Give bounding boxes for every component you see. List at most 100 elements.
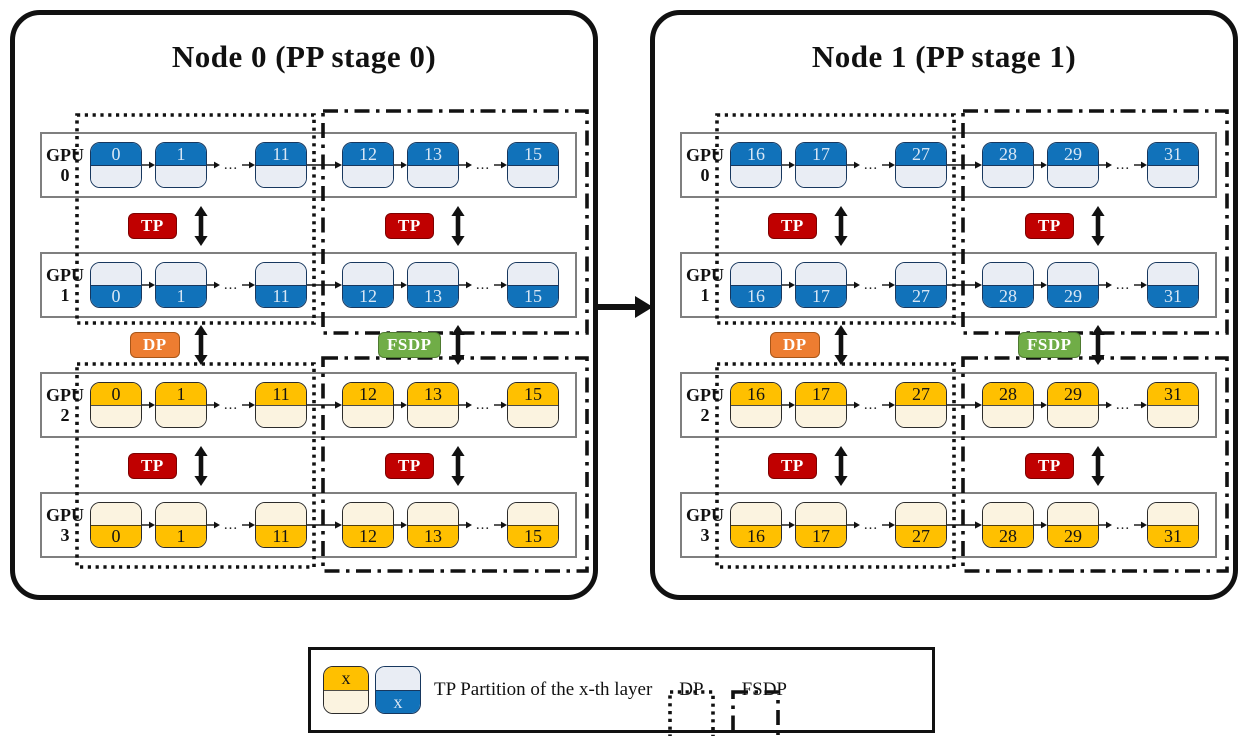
tp-partition-half: 0 bbox=[91, 524, 141, 547]
tp-partition-half bbox=[91, 404, 141, 427]
layer-block: 1 bbox=[155, 142, 207, 188]
tp-partition-half bbox=[1148, 404, 1198, 427]
flow-arrow-icon bbox=[882, 521, 895, 529]
layer-number: 28 bbox=[999, 383, 1017, 404]
layer-block: 0 bbox=[90, 142, 142, 188]
sync-double-arrow-icon bbox=[194, 325, 208, 365]
tp-partition-half bbox=[256, 164, 306, 187]
gpu-label-line1: GPU bbox=[686, 144, 724, 165]
ellipsis: ... bbox=[223, 276, 239, 293]
sync-arrow-slot bbox=[191, 446, 211, 486]
layer-block: 15 bbox=[507, 382, 559, 428]
layer-number: 17 bbox=[812, 286, 830, 307]
layer-number: 12 bbox=[359, 143, 377, 164]
layer-block: 12 bbox=[342, 382, 394, 428]
flow-arrow-icon bbox=[847, 521, 860, 529]
flow-arrow-icon bbox=[394, 521, 407, 529]
tp-partition-half bbox=[1048, 404, 1098, 427]
layer-number: 1 bbox=[176, 286, 186, 307]
tp-partition-half bbox=[983, 503, 1033, 525]
gpu-label-line1: GPU bbox=[686, 504, 724, 525]
tp-partition-half: 13 bbox=[408, 524, 458, 547]
tp-partition-half bbox=[256, 503, 306, 525]
layer-block: 28 bbox=[982, 142, 1034, 188]
tp-partition-half: 29 bbox=[1048, 143, 1098, 165]
layer-block: 1 bbox=[155, 382, 207, 428]
sync-arrow-slot bbox=[1088, 325, 1108, 365]
ellipsis: ... bbox=[475, 276, 491, 293]
layer-block: 17 bbox=[795, 382, 847, 428]
layer-block: 15 bbox=[507, 262, 559, 308]
layer-number: 0 bbox=[111, 143, 121, 164]
layer-number: 27 bbox=[912, 286, 930, 307]
sync-arrow-slot bbox=[831, 446, 851, 486]
legend-blue-tp-block: x bbox=[375, 666, 421, 714]
tp-badge: TP bbox=[1025, 213, 1074, 239]
flow-arrow-icon bbox=[307, 401, 342, 409]
tp-partition-half bbox=[896, 503, 946, 525]
flow-arrow-icon bbox=[207, 521, 220, 529]
tp-partition-half bbox=[343, 263, 393, 285]
layer-block: 0 bbox=[90, 502, 142, 548]
layer-number: 11 bbox=[272, 526, 290, 547]
ellipsis: ... bbox=[863, 396, 879, 413]
layer-block: 31 bbox=[1147, 502, 1199, 548]
tp-partition-half bbox=[1048, 263, 1098, 285]
sync-arrow-slot bbox=[448, 446, 468, 486]
fsdp-badge: FSDP bbox=[378, 332, 441, 358]
sync-arrow-slot bbox=[448, 325, 468, 365]
layer-number: 28 bbox=[999, 286, 1017, 307]
tp-partition-half: 0 bbox=[91, 383, 141, 405]
ellipsis: ... bbox=[475, 516, 491, 533]
flow-arrow-icon bbox=[494, 281, 507, 289]
flow-arrow-icon bbox=[459, 161, 472, 169]
legend-yellow-tp-block: x bbox=[323, 666, 369, 714]
flow-arrow-icon bbox=[1034, 521, 1047, 529]
flow-arrow-icon bbox=[459, 401, 472, 409]
tp-partition-half bbox=[731, 263, 781, 285]
flow-arrow-icon bbox=[1134, 401, 1147, 409]
gpu-label-line1: GPU bbox=[686, 264, 724, 285]
flow-arrow-icon bbox=[1099, 401, 1112, 409]
flow-arrow-icon bbox=[207, 281, 220, 289]
tp-partition-half bbox=[408, 164, 458, 187]
layer-block: 27 bbox=[895, 142, 947, 188]
tp-partition-half bbox=[1148, 503, 1198, 525]
flow-arrow-icon bbox=[1034, 161, 1047, 169]
tp-partition-half: 15 bbox=[508, 284, 558, 307]
tp-badge: TP bbox=[1025, 453, 1074, 479]
gpu-label-line2: 3 bbox=[60, 525, 70, 545]
tp-partition-half: 27 bbox=[896, 524, 946, 547]
sync-arrow-slot bbox=[831, 325, 851, 365]
layer-block: 31 bbox=[1147, 142, 1199, 188]
tp-partition-half: 12 bbox=[343, 284, 393, 307]
layer-block: 29 bbox=[1047, 382, 1099, 428]
ellipsis: ... bbox=[223, 516, 239, 533]
layer-number: 15 bbox=[524, 383, 542, 404]
tp-partition-half: 28 bbox=[983, 143, 1033, 165]
layer-number: 29 bbox=[1064, 383, 1082, 404]
gpu-label-line1: GPU bbox=[46, 504, 84, 525]
tp-partition-half bbox=[1148, 164, 1198, 187]
flow-arrow-icon bbox=[1134, 281, 1147, 289]
flow-arrow-icon bbox=[242, 161, 255, 169]
layer-block: 11 bbox=[255, 382, 307, 428]
tp-partition-half bbox=[408, 263, 458, 285]
layer-block: 28 bbox=[982, 262, 1034, 308]
flow-arrow-icon bbox=[947, 281, 982, 289]
flow-arrow-icon bbox=[207, 161, 220, 169]
layer-block: 16 bbox=[730, 142, 782, 188]
layer-number: 11 bbox=[272, 383, 290, 404]
layer-block: 28 bbox=[982, 502, 1034, 548]
flow-arrow-icon bbox=[307, 521, 342, 529]
tp-partition-half bbox=[731, 164, 781, 187]
tp-partition-half: 12 bbox=[343, 383, 393, 405]
node-title: Node 0 (PP stage 0) bbox=[171, 39, 437, 74]
